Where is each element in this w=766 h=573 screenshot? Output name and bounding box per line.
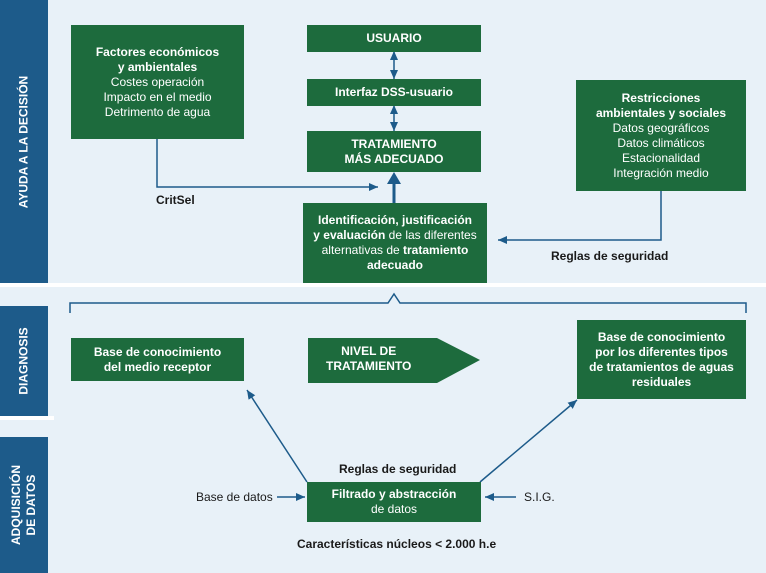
band-diagnosis: DIAGNOSIS bbox=[0, 306, 48, 416]
restricciones-box: Restricciones ambientales y sociales Dat… bbox=[576, 80, 746, 191]
critsel-label: CritSel bbox=[156, 193, 195, 207]
usuario-box: USUARIO bbox=[307, 25, 481, 52]
divider-band bbox=[0, 416, 54, 420]
base-tipos-box: Base de conocimiento por los diferentes … bbox=[577, 320, 746, 399]
base-medio-box: Base de conocimiento del medio receptor bbox=[71, 338, 244, 381]
nivel-label: NIVEL DE TRATAMIENTO bbox=[326, 344, 412, 373]
nivel-arrow-shape bbox=[308, 338, 480, 383]
tratamiento-box: TRATAMIENTO MÁS ADECUADO bbox=[307, 131, 481, 172]
reglas-bottom-label: Reglas de seguridad bbox=[339, 462, 457, 476]
caracteristicas-label: Características núcleos < 2.000 h.e bbox=[297, 537, 497, 551]
filtrado-box: Filtrado y abstracción de datos bbox=[307, 482, 481, 522]
band-decision: AYUDA A LA DECISIÓN bbox=[0, 0, 48, 283]
identificacion-box: Identificación, justificación y evaluaci… bbox=[303, 203, 487, 283]
divider-top bbox=[0, 283, 766, 287]
sig-label: S.I.G. bbox=[524, 490, 555, 504]
factores-box: Factores económicos y ambientales Costes… bbox=[71, 25, 244, 139]
base-datos-label: Base de datos bbox=[196, 490, 273, 504]
interfaz-box: Interfaz DSS-usuario bbox=[307, 79, 481, 106]
reglas-top-label: Reglas de seguridad bbox=[551, 249, 669, 263]
band-acquisition: ADQUISICIÓN DE DATOS bbox=[0, 437, 48, 573]
